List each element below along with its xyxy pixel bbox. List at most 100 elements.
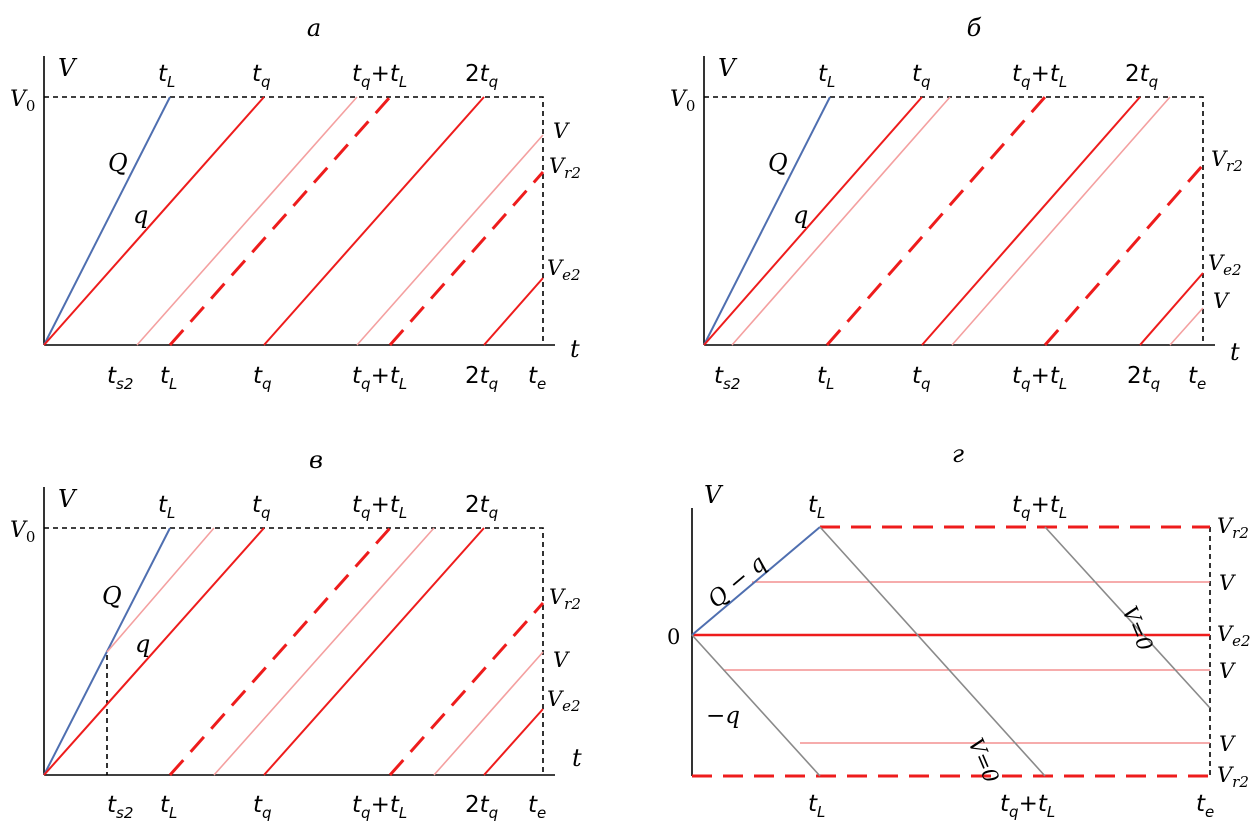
- panel-g-right-Ve2: Ve2: [1217, 622, 1251, 650]
- panel-a-t-axis-label: t: [570, 335, 580, 363]
- panel-v-right-Vr2: Vr2: [549, 585, 581, 613]
- panel-v-top-tL: tL: [158, 492, 175, 522]
- panel-b-letter: б: [967, 14, 982, 42]
- panel-b-top-tq-plus-tL: tq+tL: [1012, 61, 1067, 91]
- panel-a-top-tL: tL: [158, 61, 175, 91]
- panel-v-top-2tq: 2tq: [465, 492, 498, 522]
- panel-g-bottom-tq-plus-tL: tq+tL: [1000, 791, 1055, 821]
- panel-v-top-tq: tq: [252, 492, 271, 522]
- panel-a-bottom-tq: tq: [253, 363, 272, 393]
- panel-b-red-line-2: [1139, 272, 1204, 346]
- panel-a-right-Ve2: Ve2: [547, 256, 581, 284]
- panel-a-pink-line: [136, 96, 358, 346]
- panel-v-bounding-box: [44, 527, 544, 775]
- panel-g-v-axis-label: V: [704, 481, 724, 509]
- panel-b-bottom-tL: tL: [817, 363, 834, 393]
- panel-a-top-tq-plus-tL: tq+tL: [352, 61, 407, 91]
- panel-b-q-label: q: [793, 201, 808, 229]
- panel-b-right-Ve2: Ve2: [1208, 251, 1242, 279]
- panel-a-top-2tq: 2tq: [465, 61, 498, 91]
- panel-b-top-2tq: 2tq: [1125, 61, 1158, 91]
- panel-a-bottom-ts2: ts2: [107, 363, 133, 393]
- panel-v-pink-line-2: [433, 651, 544, 776]
- panel-b: б V V0 tL tq tq+tL 2tq Q q Vr2 Ve2 V t t…: [670, 14, 1243, 393]
- panel-v-top-tq-plus-tL: tq+tL: [352, 492, 407, 522]
- panel-g-right-V3: V: [1219, 732, 1236, 756]
- panel-b-Q-label: Q: [768, 149, 788, 177]
- panel-v-q-label: q: [135, 630, 150, 658]
- panel-b-dashed-line-2: [1043, 164, 1205, 346]
- panel-g-right-Vr2-bottom: Vr2: [1217, 763, 1249, 791]
- panel-g-top-tq-plus-tL: tq+tL: [1012, 492, 1067, 522]
- panel-v-bottom-2tq: 2tq: [465, 792, 498, 821]
- panel-v-v0-label: V0: [10, 518, 35, 546]
- panel-b-bottom-te: te: [1188, 363, 1206, 393]
- panel-g-v-zero-line-1: [819, 526, 1046, 777]
- panel-v-bottom-tL: tL: [160, 792, 177, 821]
- panel-v-bottom-ts2: ts2: [107, 792, 133, 821]
- panel-b-right-Vr2: Vr2: [1211, 147, 1243, 175]
- panel-v-right-V: V: [553, 648, 570, 672]
- panel-g-bottom-te: te: [1196, 791, 1214, 821]
- panel-v-dashed-line-2: [388, 602, 545, 776]
- panel-g-right-Vr2-top: Vr2: [1217, 514, 1249, 542]
- panel-v: в V V0 tL tq tq+tL 2tq Q q Vr2 V Ve2 t t…: [10, 446, 582, 821]
- panel-b-v-axis-label: V: [718, 54, 738, 82]
- panel-b-top-tL: tL: [818, 61, 835, 91]
- panel-a-q-label: q: [133, 201, 148, 229]
- panel-b-bottom-tq-plus-tL: tq+tL: [1012, 363, 1067, 393]
- panel-b-red-line: [921, 96, 1141, 346]
- panel-g-letter: г: [952, 440, 964, 468]
- panel-v-dashed-line: [168, 527, 392, 776]
- panel-b-Q-line: [703, 96, 831, 346]
- panel-v-bottom-tq: tq: [253, 792, 272, 821]
- panel-v-bottom-te: te: [528, 792, 546, 821]
- panel-g-v-zero-line-2: [1044, 526, 1211, 709]
- panel-a-red-line: [263, 96, 485, 346]
- panel-v-v-axis-label: V: [58, 485, 78, 513]
- panel-a-bottom-2tq: 2tq: [465, 363, 498, 393]
- panel-v-letter: в: [309, 446, 323, 474]
- panel-a-bounding-box: [44, 96, 544, 345]
- panel-g-minus-q-label: −q: [706, 703, 740, 729]
- panel-a-bottom-tL: tL: [160, 363, 177, 393]
- panel-a-dashed-line-2: [388, 171, 545, 346]
- panel-a: а V V0 t tL tq tq+tL 2tq Q q V Vr2 Ve2 t…: [10, 14, 581, 393]
- panel-g-Q-minus-q-line: [691, 526, 821, 636]
- panel-g-right-V2: V: [1219, 659, 1236, 683]
- panel-a-v-axis-label: V: [58, 54, 78, 82]
- panel-b-dashed-line: [825, 96, 1047, 346]
- panel-a-right-V: V: [553, 119, 570, 143]
- panel-v-right-Ve2: Ve2: [547, 687, 581, 715]
- panel-a-right-Vr2: Vr2: [549, 154, 581, 182]
- panel-g-right-V1: V: [1219, 571, 1236, 595]
- panel-a-dashed-line: [168, 96, 392, 346]
- panel-a-q-line: [43, 96, 265, 346]
- panel-b-bottom-tq: tq: [912, 363, 931, 393]
- panel-b-pink-line: [731, 96, 951, 346]
- panel-b-bounding-box: [704, 96, 1204, 345]
- panel-b-top-tq: tq: [912, 61, 931, 91]
- panel-g-bottom-tL: tL: [808, 791, 825, 821]
- panel-g-v-zero-label-2: V=0: [1117, 603, 1157, 655]
- panel-b-t-axis-label: t: [1230, 338, 1240, 366]
- panel-v-pink-line: [213, 527, 435, 776]
- panel-g-zero-label: 0: [667, 625, 680, 649]
- panel-g: г V 0 tL tq+tL Q − q −q V=0 V=0 Vr2 V Ve…: [667, 440, 1251, 821]
- panel-a-bottom-te: te: [528, 363, 546, 393]
- panel-a-Q-line: [43, 96, 171, 346]
- panel-b-right-V: V: [1213, 289, 1230, 313]
- panel-b-q-line: [703, 96, 923, 346]
- panel-a-pink-line-2: [356, 134, 544, 346]
- panel-b-bottom-ts2: ts2: [714, 363, 740, 393]
- panel-g-top-tL: tL: [808, 492, 825, 522]
- panel-a-red-line-2: [483, 277, 544, 346]
- panel-a-top-tq: tq: [252, 61, 271, 91]
- panel-a-Q-label: Q: [108, 149, 128, 177]
- panel-a-letter: а: [307, 14, 321, 42]
- panel-v-t-axis-label: t: [572, 744, 582, 772]
- panel-a-bottom-tq-plus-tL: tq+tL: [352, 363, 407, 393]
- panel-v-bottom-tq-plus-tL: tq+tL: [352, 792, 407, 821]
- panel-v-Q-label: Q: [102, 582, 122, 610]
